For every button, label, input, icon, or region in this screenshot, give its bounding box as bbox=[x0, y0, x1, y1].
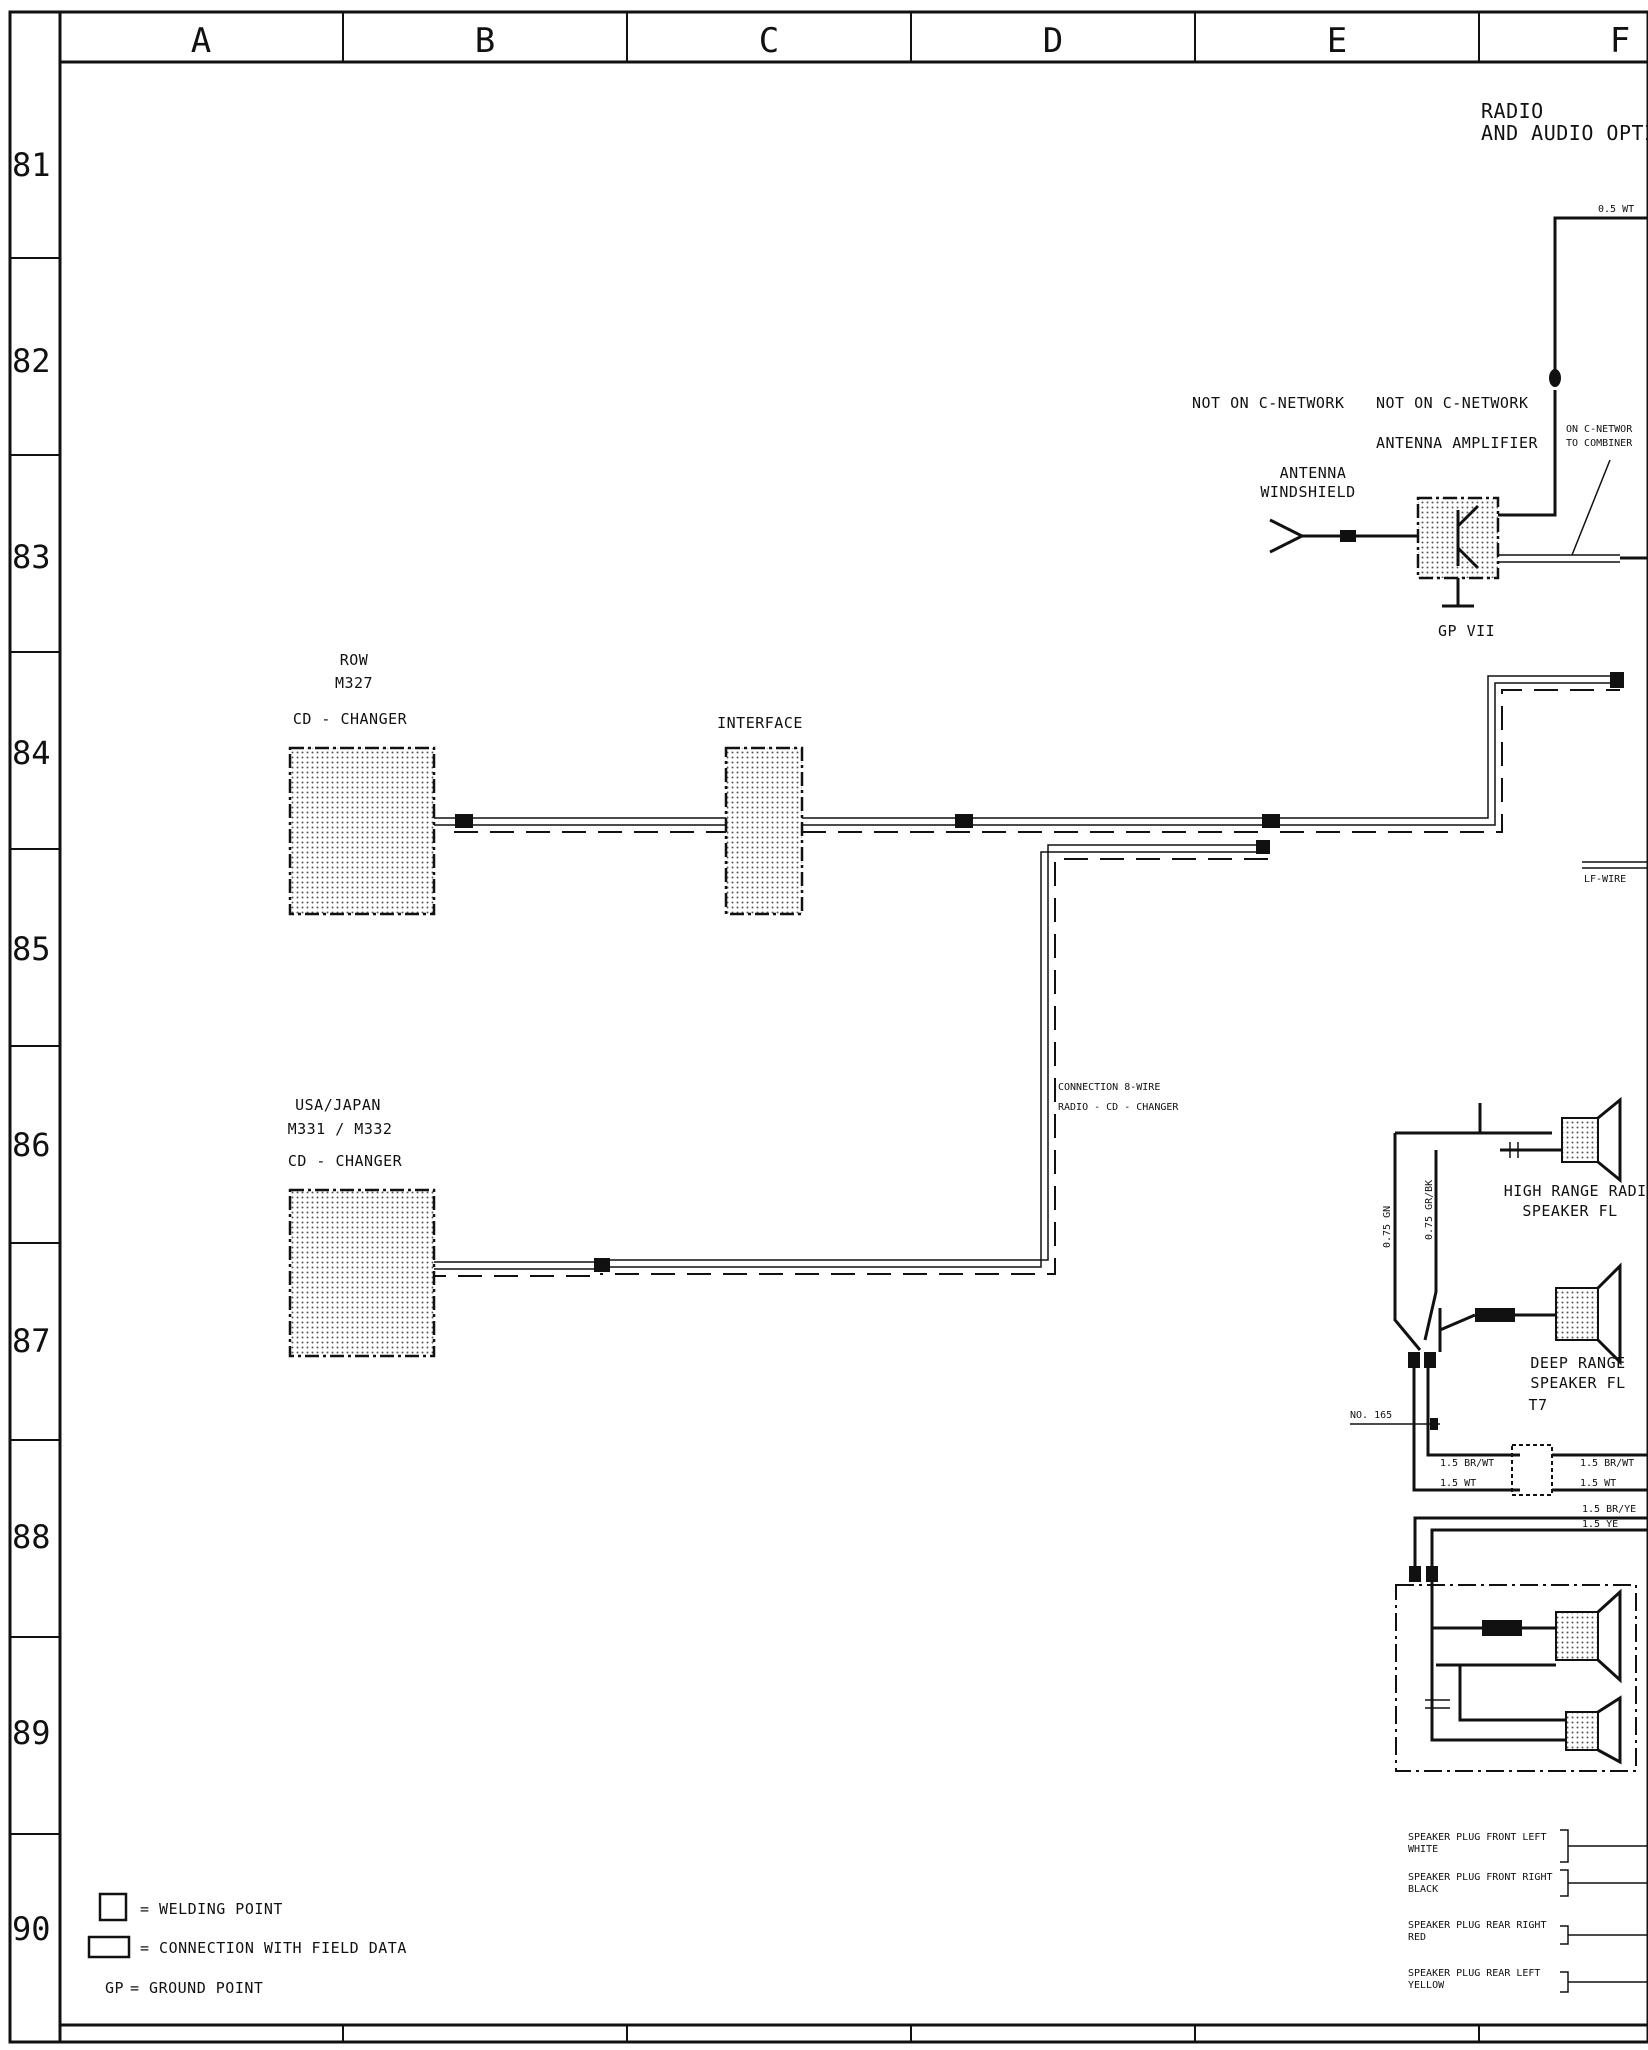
antenna-section: 0.5 WT NOT ON C-NETWORK NOT ON C-NETWORK… bbox=[1192, 204, 1648, 640]
speaker-plugs: SPEAKER PLUG FRONT LEFT WHITE SPEAKER PL… bbox=[1408, 1829, 1648, 1993]
not-on-cnetwork-label: NOT ON C-NETWORK bbox=[1376, 394, 1529, 412]
not-on-cnetwork-label: NOT ON C-NETWORK bbox=[1192, 394, 1345, 412]
rear-speakers bbox=[1395, 1582, 1637, 1772]
column-label: F bbox=[1610, 21, 1630, 61]
deep-range-label: SPEAKER FL bbox=[1530, 1374, 1625, 1392]
usa-cd-changer-box bbox=[288, 1188, 436, 1358]
column-label: C bbox=[759, 21, 779, 61]
row-cd-changer: ROW M327 CD - CHANGER bbox=[288, 651, 436, 916]
row-label: 84 bbox=[12, 734, 51, 772]
antenna-amplifier-label: ANTENNA AMPLIFIER bbox=[1376, 434, 1538, 452]
row-label: 88 bbox=[12, 1518, 51, 1556]
connector-pin bbox=[1549, 369, 1561, 387]
lf-wire: LF-WIRE bbox=[1582, 861, 1648, 885]
plug-label: SPEAKER PLUG FRONT LEFT bbox=[1408, 1832, 1546, 1843]
column-label: D bbox=[1043, 21, 1063, 61]
title-line-1: RADIO bbox=[1481, 99, 1544, 123]
row-model-label: M327 bbox=[335, 674, 373, 692]
wire-brye-label: 1.5 BR/YE bbox=[1582, 1504, 1636, 1515]
interface-label: INTERFACE bbox=[717, 714, 803, 732]
ground-point-label: GP VII bbox=[1438, 622, 1495, 640]
plug-label: SPEAKER PLUG REAR LEFT bbox=[1408, 1968, 1540, 1979]
wire-label-top: 0.5 WT bbox=[1598, 204, 1634, 215]
wire-ye-label: 1.5 YE bbox=[1582, 1519, 1618, 1530]
plug-label: RED bbox=[1408, 1932, 1426, 1943]
legend-welding: = WELDING POINT bbox=[140, 1900, 283, 1918]
front-speakers: HIGH RANGE RADIO SPEAKER FL DEEP RANGE S… bbox=[1350, 1096, 1648, 1582]
row-labels: 81 82 83 84 85 86 87 88 89 90 bbox=[12, 146, 51, 1948]
connection-label: CONNECTION 8-WIRE bbox=[1058, 1082, 1160, 1093]
row-cd-changer-box bbox=[288, 746, 436, 916]
high-range-speaker bbox=[1561, 1117, 1599, 1163]
symbol-legend: = WELDING POINT = CONNECTION WITH FIELD … bbox=[87, 1892, 407, 1997]
wire-wt-label: 1.5 WT bbox=[1580, 1478, 1616, 1489]
high-range-label: HIGH RANGE RADIO bbox=[1504, 1182, 1648, 1200]
antenna-windshield-label: ANTENNA bbox=[1280, 464, 1347, 482]
cd-harness: CONNECTION 8-WIRE RADIO - CD - CHANGER bbox=[434, 672, 1624, 1277]
row-label: 90 bbox=[12, 1910, 51, 1948]
row-label: 81 bbox=[12, 146, 51, 184]
high-range-label: SPEAKER FL bbox=[1522, 1202, 1617, 1220]
t7-label: T7 bbox=[1528, 1396, 1547, 1414]
cd-changer-label: CD - CHANGER bbox=[288, 1152, 403, 1170]
row-label: 85 bbox=[12, 930, 51, 968]
plug-label: BLACK bbox=[1408, 1884, 1438, 1895]
usa-model-label: M331 / M332 bbox=[288, 1120, 393, 1138]
title-line-2: AND AUDIO OPTI bbox=[1481, 121, 1648, 145]
row-label: 89 bbox=[12, 1714, 51, 1752]
lf-wire-label: LF-WIRE bbox=[1584, 874, 1626, 885]
wire-grbk-label: 0.75 GR/BK bbox=[1424, 1180, 1435, 1240]
drawing-frame bbox=[8, 10, 1648, 2044]
wire-brwt-label: 1.5 BR/WT bbox=[1580, 1458, 1634, 1469]
wire-wt-label: 1.5 WT bbox=[1440, 1478, 1476, 1489]
plug-label: YELLOW bbox=[1408, 1980, 1445, 1991]
interface-box bbox=[724, 746, 804, 916]
usa-label: USA/JAPAN bbox=[295, 1096, 381, 1114]
interface-module: INTERFACE bbox=[717, 714, 804, 916]
to-combiner-label: TO COMBINER bbox=[1566, 438, 1633, 449]
welding-point-symbol bbox=[98, 1892, 128, 1922]
column-labels-top: A B C D E F bbox=[191, 21, 1630, 61]
on-cnetwork-label: ON C-NETWOR bbox=[1566, 424, 1633, 435]
connection-label: RADIO - CD - CHANGER bbox=[1058, 1102, 1179, 1113]
antenna-windshield-label: WINDSHIELD bbox=[1260, 483, 1355, 501]
deep-range-speaker bbox=[1555, 1287, 1599, 1341]
row-label: 87 bbox=[12, 1322, 51, 1360]
column-label: A bbox=[191, 21, 211, 61]
row-label: 83 bbox=[12, 538, 51, 576]
row-label-text: ROW bbox=[340, 651, 369, 669]
plug-label: SPEAKER PLUG FRONT RIGHT bbox=[1408, 1872, 1553, 1883]
legend-ground: = GROUND POINT bbox=[130, 1979, 263, 1997]
cd-changer-label: CD - CHANGER bbox=[293, 710, 408, 728]
wire-gn-label: 0.75 GN bbox=[1382, 1206, 1393, 1248]
legend-field-data: = CONNECTION WITH FIELD DATA bbox=[140, 1939, 407, 1957]
rear-high-speaker bbox=[1565, 1711, 1599, 1751]
column-label: E bbox=[1327, 21, 1347, 61]
row-label: 86 bbox=[12, 1126, 51, 1164]
column-label: B bbox=[475, 21, 495, 61]
rear-deep-speaker bbox=[1555, 1611, 1599, 1661]
wire-brwt-label: 1.5 BR/WT bbox=[1440, 1458, 1494, 1469]
legend-gp: GP bbox=[105, 1979, 124, 1997]
deep-range-label: DEEP RANGE bbox=[1530, 1354, 1625, 1372]
row-label: 82 bbox=[12, 342, 51, 380]
plug-label: WHITE bbox=[1408, 1844, 1438, 1855]
field-data-symbol bbox=[87, 1935, 131, 1959]
usa-cd-changer: USA/JAPAN M331 / M332 CD - CHANGER bbox=[288, 1096, 436, 1358]
no165-label: NO. 165 bbox=[1350, 1410, 1392, 1421]
plug-label: SPEAKER PLUG REAR RIGHT bbox=[1408, 1920, 1546, 1931]
